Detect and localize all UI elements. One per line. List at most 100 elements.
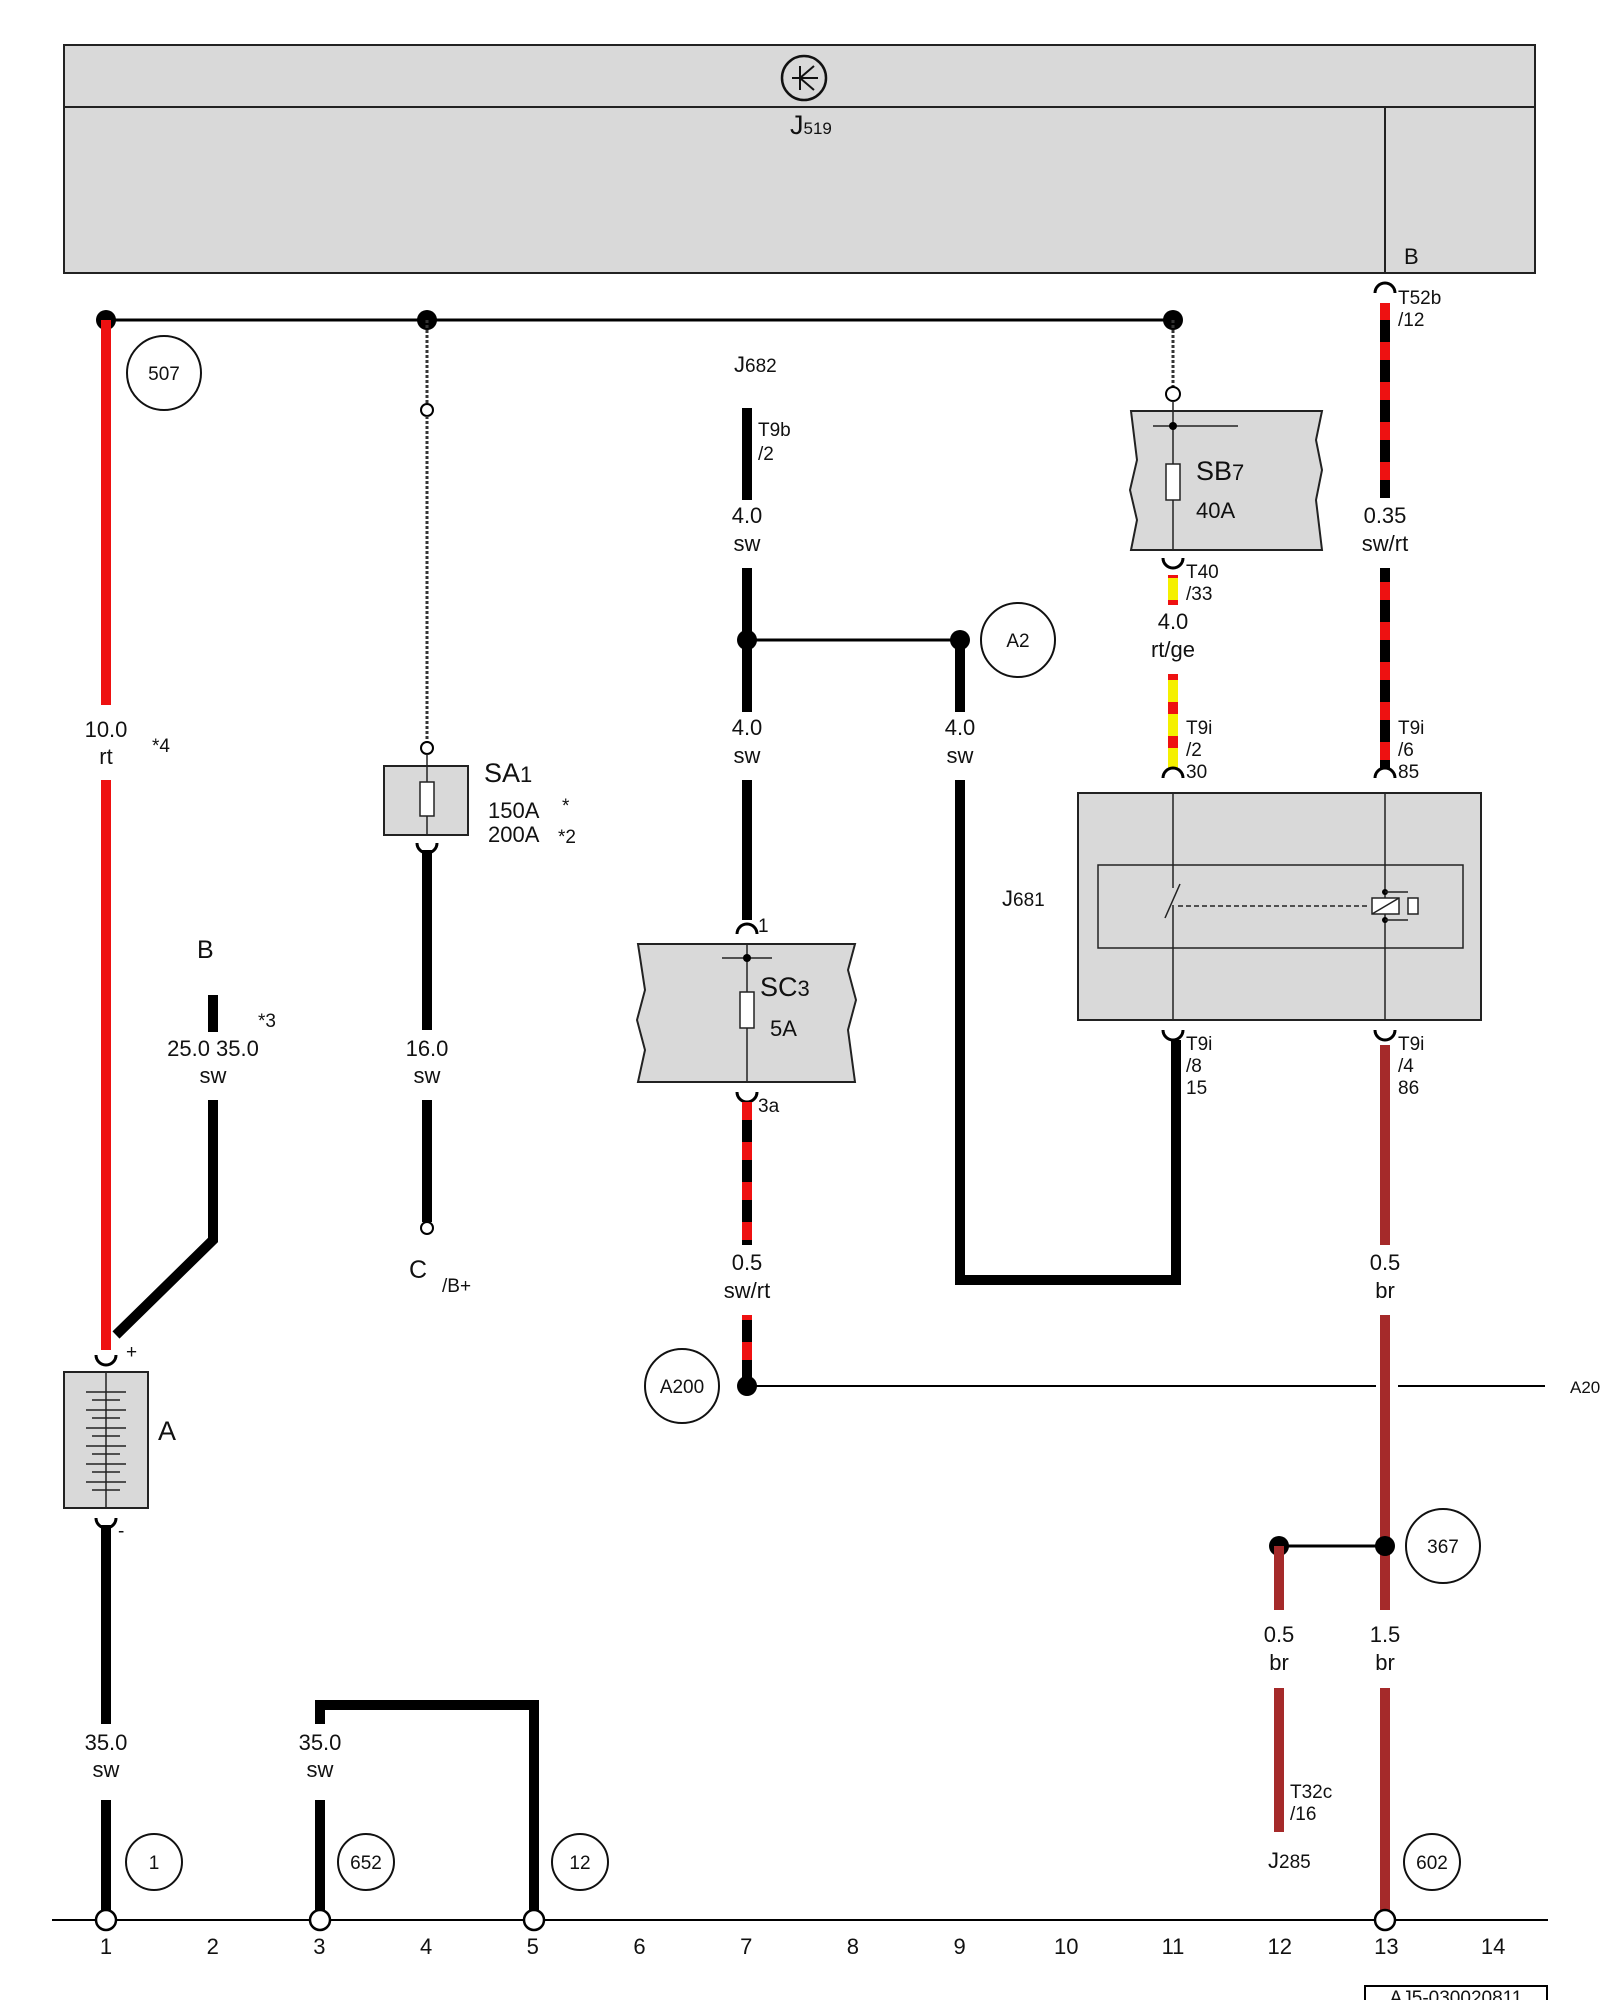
svg-text:rt: rt [99,744,112,769]
svg-text:*4: *4 [152,736,170,757]
ground-bar-number: 6 [633,1934,645,1959]
svg-text:sw: sw [734,531,761,556]
svg-text:4.0: 4.0 [945,715,976,740]
j519-control-unit: J519 B [63,44,1536,274]
svg-text:86: 86 [1398,1078,1419,1099]
line-367-marker: 367 [1405,1508,1481,1584]
wire-col11-rtge: 4.0 rt/ge T9i /2 30 [1151,575,1212,783]
top-bus [96,310,1183,330]
svg-text:1: 1 [149,1853,160,1874]
wire-col1-ground: 35.0 sw [85,1525,127,1910]
svg-text:*2: *2 [558,827,576,848]
svg-text:35.0: 35.0 [299,1730,342,1755]
svg-text:150A: 150A [488,798,540,823]
ground-bar-number: 2 [207,1934,219,1959]
line-a2-marker: A2 [980,602,1056,678]
svg-text:SC3: SC3 [760,972,810,1002]
svg-text:0.35: 0.35 [1364,503,1407,528]
wire-col4-lower: 16.0 sw C /B+ [406,850,471,1297]
line-652-marker: 652 [337,1833,395,1891]
svg-text:3a: 3a [758,1096,780,1117]
svg-text:sw: sw [200,1063,227,1088]
svg-text:*: * [562,796,570,817]
svg-text:/12: /12 [1398,310,1424,331]
svg-text:652: 652 [350,1853,382,1874]
ground-bar-number: 9 [953,1934,965,1959]
svg-text:sw: sw [734,743,761,768]
svg-text:40A: 40A [1196,498,1235,523]
svg-text:A200: A200 [1570,1378,1600,1397]
svg-text:J682: J682 [734,352,777,377]
svg-text:A: A [158,1416,176,1446]
j519-pin-b: B [1404,244,1419,269]
svg-text:25.0 35.0: 25.0 35.0 [167,1036,259,1061]
svg-text:T40: T40 [1186,562,1219,583]
svg-text:*3: *3 [258,1011,276,1032]
svg-text:sw: sw [947,743,974,768]
svg-text:85: 85 [1398,762,1419,783]
line-12-marker: 12 [551,1833,609,1891]
svg-text:/B+: /B+ [442,1276,471,1297]
svg-text:602: 602 [1416,1853,1448,1874]
svg-text:/4: /4 [1398,1056,1414,1077]
line-507-marker: 507 [126,335,202,411]
wire-col12-brown: 0.5 br T32c /16 J285 [1264,1546,1332,1873]
svg-text:AJ5-030020811: AJ5-030020811 [1390,1988,1523,2000]
wire-col9: 4.0 sw [945,640,1181,1285]
control-unit-symbol-icon [780,54,828,102]
document-id: AJ5-030020811 [1364,1985,1548,2000]
svg-text:1: 1 [758,916,769,937]
fuse-sb7: SB7 40A T40 /33 [1128,401,1324,605]
wire-col3-5-loop: 35.0 sw [299,1700,539,1910]
svg-text:sw/rt: sw/rt [1362,531,1408,556]
svg-text:0.5: 0.5 [732,1250,763,1275]
wire-col11-upper [1165,320,1181,402]
svg-text:0.5: 0.5 [1264,1622,1295,1647]
svg-text:0.5: 0.5 [1370,1250,1401,1275]
svg-text:T9i: T9i [1398,1034,1424,1055]
wire-b-battery: B *3 25.0 35.0 sw [112,936,276,1339]
wire-col13-brown: 0.5 br 1.5 br [1269,1045,1400,1910]
svg-text:-: - [118,1521,124,1542]
ground-bar-number: 11 [1162,1934,1185,1959]
wire-col7-lower: 0.5 sw/rt A200 [724,1102,1600,1397]
svg-text:A200: A200 [660,1377,704,1398]
svg-text:rt/ge: rt/ge [1151,637,1195,662]
svg-text:5A: 5A [770,1016,797,1041]
svg-text:15: 15 [1186,1078,1207,1099]
svg-text:/8: /8 [1186,1056,1202,1077]
svg-text:sw: sw [93,1757,120,1782]
ground-bar-number: 7 [740,1934,752,1959]
svg-text:sw: sw [414,1063,441,1088]
svg-text:/2: /2 [1186,740,1202,761]
wire-col13-upper: T52b /12 0.35 sw/rt T9i /6 85 [1362,281,1441,783]
svg-text:T9i: T9i [1398,718,1424,739]
svg-text:T32c: T32c [1290,1782,1332,1803]
svg-text:br: br [1375,1650,1395,1675]
svg-text:T52b: T52b [1398,288,1441,309]
ground-bar-number: 1 [100,1934,112,1959]
svg-text:+: + [126,1342,137,1363]
svg-text:/33: /33 [1186,584,1212,605]
svg-text:br: br [1269,1650,1289,1675]
svg-text:200A: 200A [488,822,540,847]
svg-text:/6: /6 [1398,740,1414,761]
line-602-marker: 602 [1403,1833,1461,1891]
svg-text:T9b: T9b [758,420,791,441]
svg-text:4.0: 4.0 [732,715,763,740]
j519-label: J519 [790,110,832,140]
svg-text:T9i: T9i [1186,718,1212,739]
svg-text:T9i: T9i [1186,1034,1212,1055]
j682-section: J682 T9b /2 4.0 sw 4.0 sw [732,352,970,920]
svg-text:br: br [1375,1278,1395,1303]
svg-text:sw: sw [307,1757,334,1782]
svg-text:J681: J681 [1002,886,1045,911]
fuse-sc3: 1 SC3 5A 3a [635,916,858,1117]
ground-bar-number: 12 [1267,1934,1291,1959]
svg-text:/16: /16 [1290,1804,1316,1825]
svg-text:367: 367 [1427,1537,1459,1558]
svg-text:4.0: 4.0 [732,503,763,528]
